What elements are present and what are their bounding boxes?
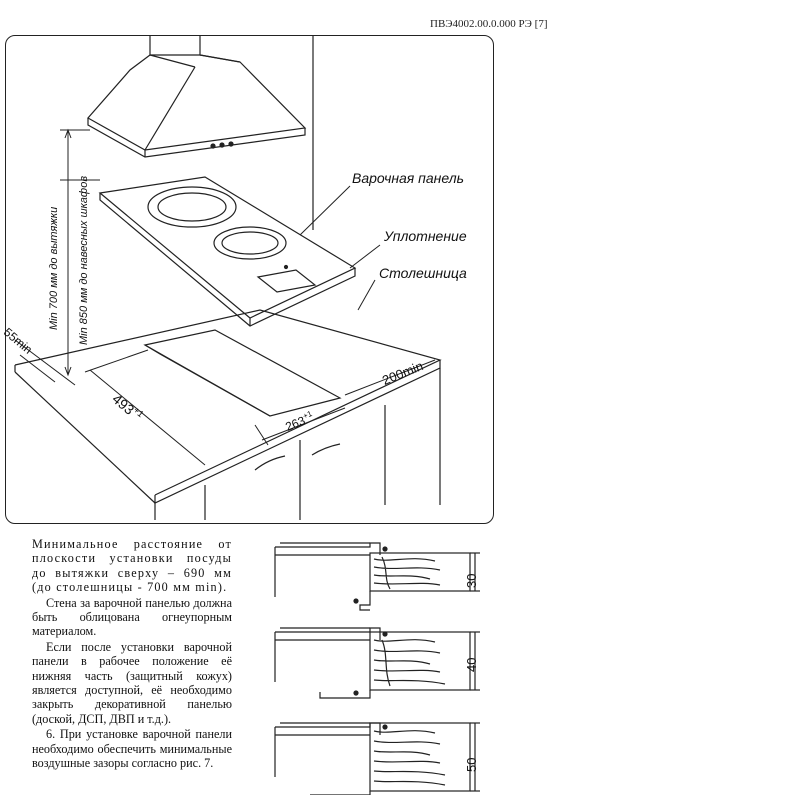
countertop	[14, 309, 442, 504]
side-gap-dimension	[344, 359, 436, 396]
cabinet	[154, 368, 441, 520]
section-30mm	[274, 542, 480, 611]
document-header: ПВЭ4002.00.0.000 РЭ [7]	[430, 18, 548, 30]
hood-height-label: Min 700 мм до вытяжки	[48, 206, 60, 330]
paragraph-1: Минимальное расстояние от плоскости уста…	[32, 537, 232, 595]
leader-lines	[299, 185, 381, 311]
section-50mm	[274, 722, 480, 795]
installation-figure-frame	[5, 35, 494, 524]
height-dimension	[60, 128, 100, 377]
section-3-label: 50	[464, 757, 479, 772]
paragraph-4: 6. При установке варочной панели необход…	[32, 727, 232, 771]
section-1-label: 30	[464, 573, 479, 588]
instructions-text: Минимальное расстояние от плоскости уста…	[32, 537, 232, 772]
countertop-label: Столешница	[379, 265, 467, 281]
wall-gap-dimension	[14, 339, 76, 386]
paragraph-2: Стена за варочной панелью должна быть об…	[32, 595, 232, 639]
section-2-label: 40	[464, 657, 479, 672]
cutout-length-dimension	[84, 349, 206, 466]
section-40mm	[274, 627, 480, 699]
hob-panel	[98, 176, 357, 327]
cabinet-height-label: Min 850 мм до навесных шкафов	[78, 175, 90, 345]
paragraph-3: Если после установки варочной панели в р…	[32, 639, 232, 726]
cutout-width-dimension	[254, 407, 346, 446]
seal-label: Уплотнение	[384, 228, 467, 244]
section-diagrams	[274, 542, 480, 795]
range-hood	[87, 35, 307, 158]
hob-label: Варочная панель	[352, 170, 464, 186]
